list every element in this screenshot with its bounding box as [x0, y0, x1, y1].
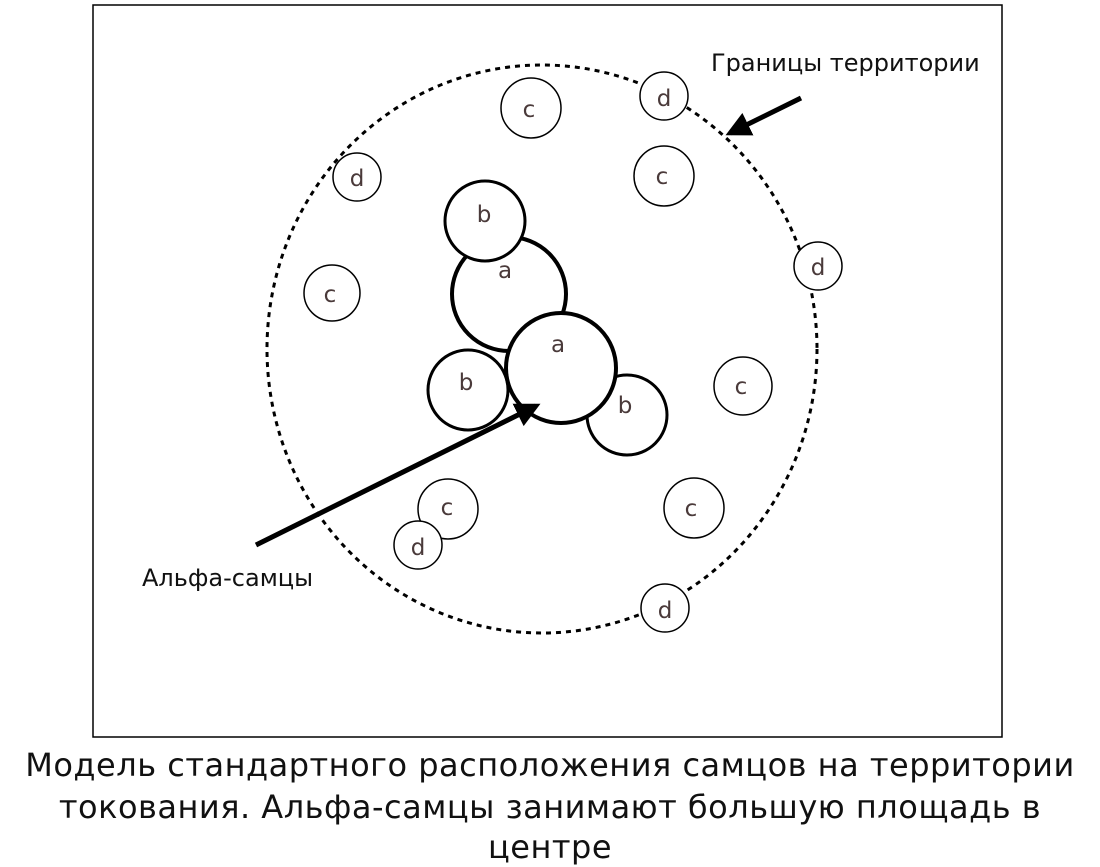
svg-text:a: a: [498, 258, 512, 284]
male-c: c: [663, 477, 725, 539]
lek-diagram: c c c c c c d d d d d a: [92, 4, 1003, 738]
svg-text:b: b: [459, 370, 474, 396]
boundary-label: Границы территории: [711, 49, 980, 77]
svg-text:b: b: [477, 202, 492, 228]
caption-line-1: Модель стандартного расположения самцов …: [25, 746, 1075, 784]
alpha-label: Альфа-самцы: [142, 564, 313, 592]
caption-line-2: токования. Альфа-самцы занимают большую …: [58, 788, 1042, 866]
svg-text:c: c: [324, 282, 337, 308]
male-d: d: [793, 241, 843, 291]
male-d: d: [332, 152, 382, 202]
male-d: d: [639, 71, 689, 121]
territory-boundary: [265, 63, 819, 635]
male-d: d: [393, 520, 443, 570]
svg-text:c: c: [656, 164, 669, 190]
svg-text:d: d: [411, 535, 426, 561]
svg-text:a: a: [551, 332, 565, 358]
male-c: c: [417, 478, 479, 540]
svg-text:d: d: [811, 255, 826, 281]
svg-text:c: c: [523, 97, 536, 123]
svg-text:c: c: [685, 496, 698, 522]
male-a: a: [504, 311, 618, 425]
male-b: b: [426, 348, 510, 432]
alpha-arrow: [254, 403, 541, 548]
male-c: c: [303, 264, 361, 322]
male-c: c: [633, 145, 695, 207]
svg-text:d: d: [658, 598, 673, 624]
svg-text:b: b: [618, 393, 633, 419]
male-d: d: [640, 583, 690, 633]
boundary-arrow: [725, 95, 803, 136]
svg-text:c: c: [441, 495, 454, 521]
svg-text:d: d: [350, 166, 365, 192]
svg-text:d: d: [657, 86, 672, 112]
svg-text:c: c: [735, 374, 748, 400]
diagram-frame: [92, 4, 1003, 738]
male-c: c: [500, 77, 562, 139]
male-c: c: [713, 356, 773, 416]
male-b: b: [443, 179, 527, 263]
